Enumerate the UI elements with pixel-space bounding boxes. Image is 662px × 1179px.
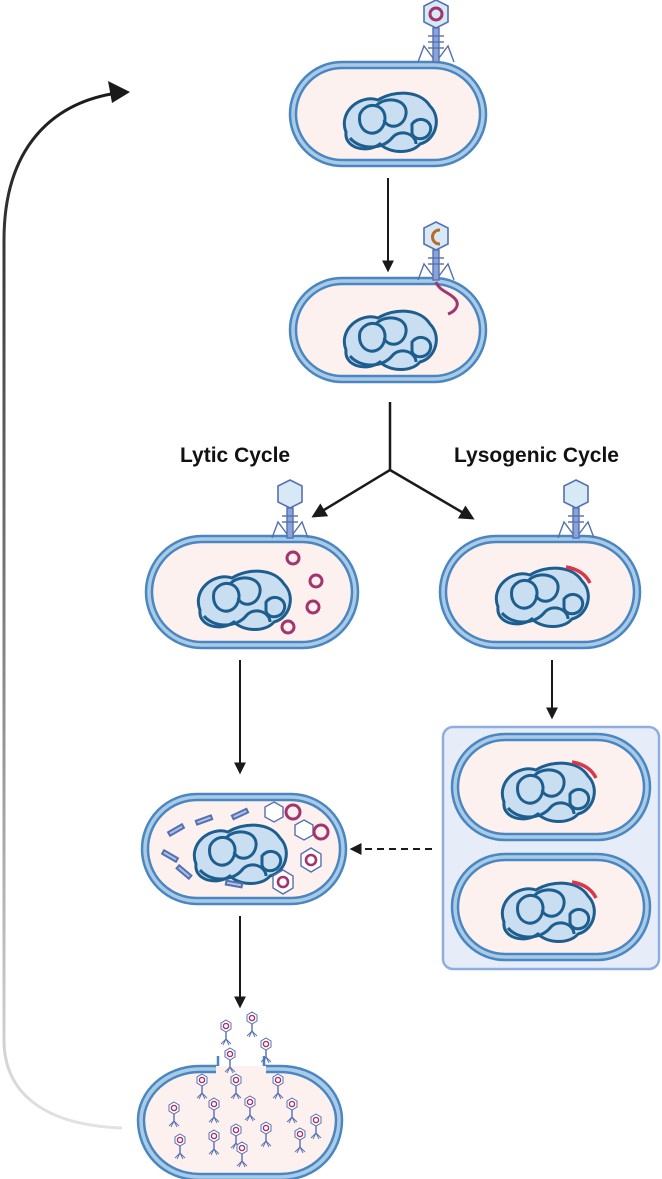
cell-attachment — [288, 0, 488, 168]
bacterial-chromosome — [500, 881, 596, 943]
injected-phage-dna — [434, 281, 459, 316]
lytic-cycle-label: Lytic Cycle — [180, 444, 290, 467]
cell-injection — [288, 221, 488, 384]
phage-tail-parts — [160, 807, 250, 889]
phage-attached-icon — [417, 0, 455, 63]
bacterial-chromosome — [196, 569, 292, 631]
return-arrow — [2, 90, 126, 1130]
lysogenic-division-box — [441, 725, 661, 971]
cell-lytic-assembly — [140, 792, 348, 906]
phage-empty-icon — [557, 479, 595, 539]
branch-arrows — [311, 402, 475, 520]
return-arrowhead — [108, 81, 130, 103]
cell-lytic-replication — [144, 479, 360, 650]
bacterial-chromosome — [342, 91, 438, 153]
lysogenic-cycle-label: Lysogenic Cycle — [454, 444, 619, 467]
bacterial-chromosome — [494, 566, 590, 628]
cell-lysogenic-integration — [438, 479, 642, 650]
bacterial-chromosome — [342, 309, 438, 371]
phage-empty-icon — [271, 479, 309, 539]
cell-lysis — [136, 1056, 344, 1179]
phage-injecting-icon — [417, 221, 459, 316]
bacterial-chromosome — [192, 823, 288, 885]
bacterial-chromosome — [500, 761, 596, 823]
prophage-segment — [565, 565, 592, 584]
